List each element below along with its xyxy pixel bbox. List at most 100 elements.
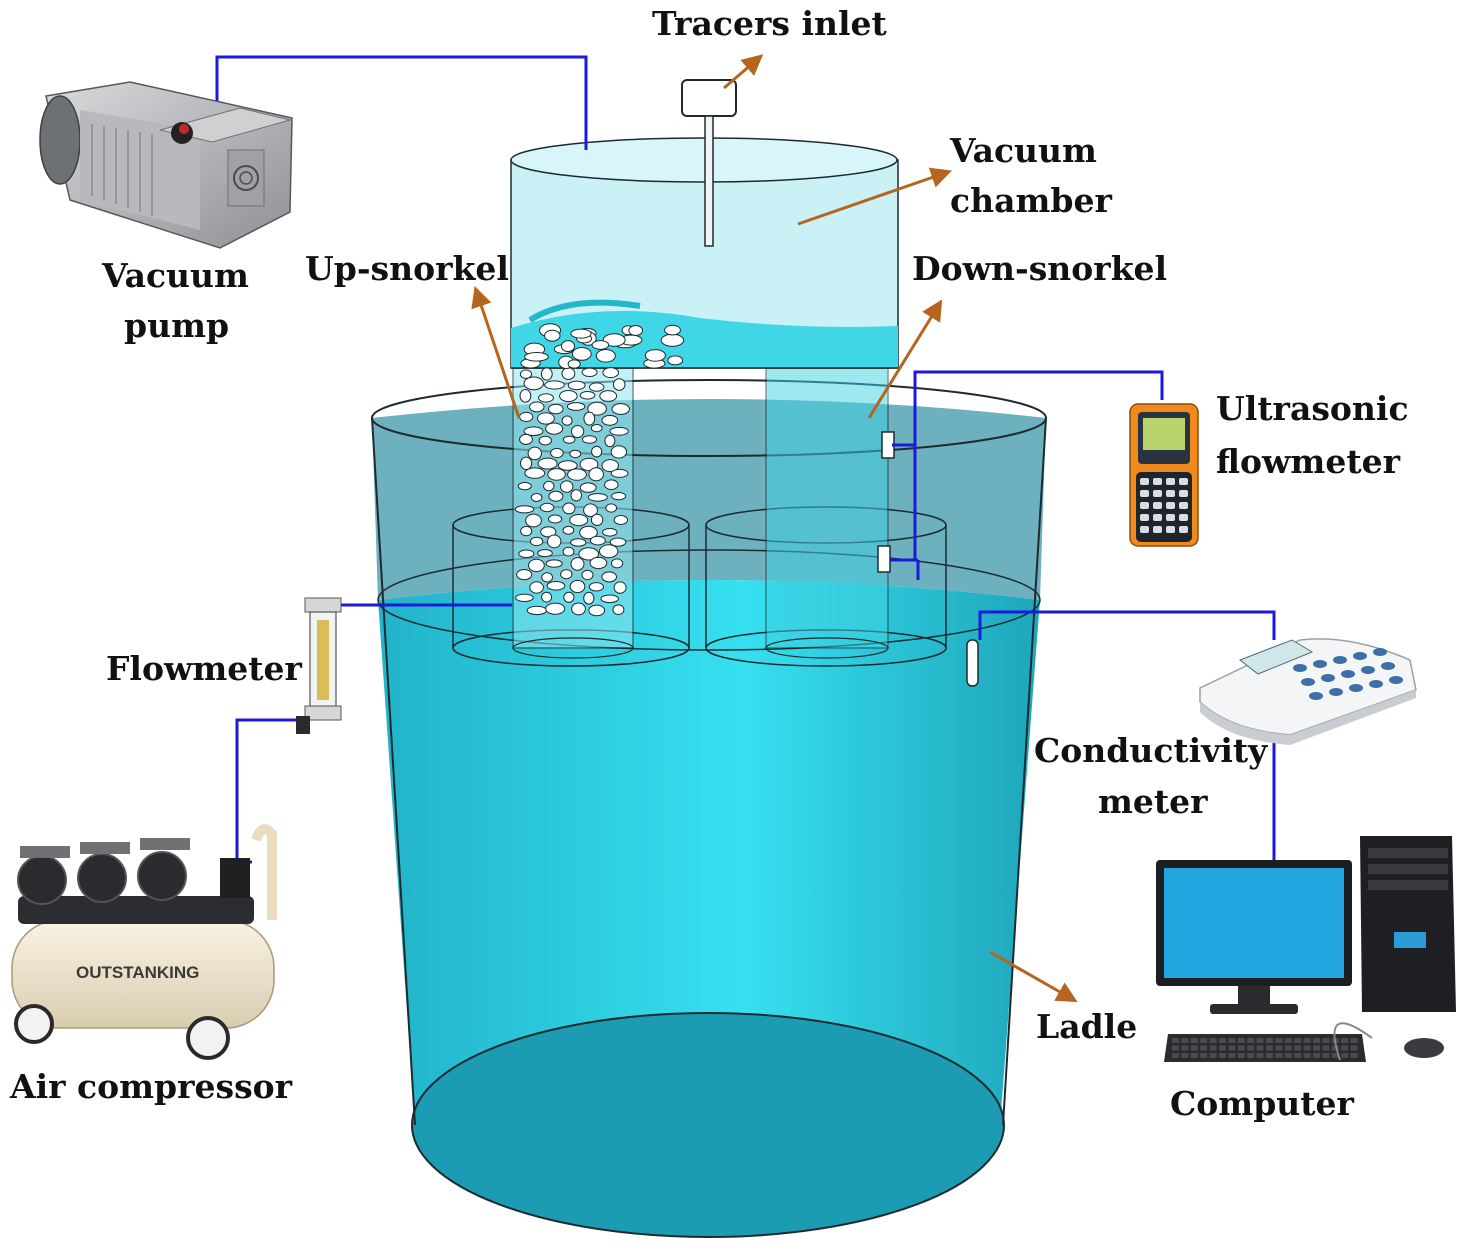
compressor-brand: OUTSTANKING	[76, 963, 199, 982]
bubble	[579, 391, 596, 400]
bubble	[520, 456, 533, 470]
bubble	[579, 457, 599, 472]
meter-key	[1341, 670, 1355, 678]
keyboard-key	[1200, 1053, 1208, 1058]
keypad-key	[1153, 490, 1162, 497]
bubble	[523, 426, 544, 437]
bubble	[587, 493, 608, 502]
keyboard-key	[1228, 1038, 1236, 1043]
keyboard-key	[1322, 1045, 1330, 1051]
bubble	[545, 559, 563, 568]
bubble	[547, 468, 566, 481]
label-vacuum-chamber-line2: chamber	[950, 181, 1112, 220]
bubble	[610, 468, 629, 478]
bubble	[601, 459, 619, 473]
bubble	[595, 349, 616, 363]
bubble	[605, 503, 618, 513]
bubble	[517, 482, 532, 491]
bubble	[520, 525, 533, 537]
ladle-vessel	[371, 379, 1047, 1238]
label-ultrasonic-line1: Ultrasonic	[1216, 389, 1409, 428]
keypad-key	[1140, 514, 1149, 521]
bubble	[587, 401, 607, 416]
keypad-key	[1140, 502, 1149, 509]
bubble	[571, 425, 585, 438]
bubble	[581, 569, 594, 581]
label-air-compressor: Air compressor	[9, 1067, 293, 1106]
bubble	[528, 558, 545, 573]
bubble	[570, 489, 583, 502]
bubble	[571, 347, 592, 361]
meter-key	[1369, 680, 1383, 688]
bubble	[588, 582, 605, 592]
keyboard-key	[1275, 1045, 1283, 1051]
keypad-key	[1179, 490, 1188, 497]
bubble	[519, 433, 533, 445]
keyboard-key	[1237, 1045, 1245, 1051]
meter-key	[1321, 674, 1335, 682]
bubble	[589, 382, 605, 392]
bubble	[589, 556, 608, 570]
keypad-key	[1153, 526, 1162, 533]
bubble	[579, 525, 598, 540]
keyboard-key	[1247, 1038, 1255, 1043]
keyboard-key	[1228, 1045, 1236, 1051]
bubble	[544, 380, 565, 390]
keyboard-key	[1294, 1053, 1302, 1058]
keyboard-key	[1341, 1045, 1349, 1051]
keyboard-key	[1181, 1045, 1189, 1051]
keyboard-key	[1331, 1045, 1339, 1051]
bubble	[560, 480, 574, 493]
keyboard-key	[1313, 1038, 1320, 1043]
bubble	[612, 378, 626, 391]
keypad-key	[1166, 514, 1175, 521]
keyboard-key	[1275, 1038, 1283, 1043]
bubble	[583, 591, 595, 605]
bubble	[561, 415, 573, 426]
keypad-key	[1166, 478, 1175, 485]
keyboard-key	[1209, 1038, 1217, 1043]
bubble	[541, 591, 553, 603]
label-conductivity-line2: meter	[1098, 782, 1208, 821]
label-vacuum-chamber-line1: Vacuum	[949, 131, 1097, 170]
bubble	[609, 537, 627, 547]
bubble	[570, 328, 592, 339]
bubble	[590, 535, 606, 546]
bubble	[519, 411, 534, 422]
bubble	[591, 445, 603, 458]
keyboard-key	[1284, 1053, 1292, 1058]
conductivity-meter-icon	[1199, 638, 1417, 745]
bubble	[529, 401, 545, 413]
bubble	[609, 426, 629, 436]
bubble	[557, 460, 578, 471]
bubble	[526, 605, 548, 616]
keyboard-key	[1209, 1045, 1217, 1051]
keyboard-key	[1266, 1045, 1273, 1051]
bubble	[611, 403, 630, 415]
keypad-key	[1179, 478, 1188, 485]
rotameter-icon	[296, 597, 342, 734]
label-down-snorkel: Down-snorkel	[912, 249, 1167, 288]
bubble	[524, 467, 546, 479]
bubble	[514, 505, 535, 514]
bubble	[611, 558, 624, 569]
bubble	[562, 502, 576, 515]
bubble	[529, 536, 544, 547]
bubble	[546, 581, 566, 591]
bubble	[581, 367, 598, 377]
bubble	[599, 390, 618, 402]
bubble	[524, 352, 549, 362]
bubble	[529, 581, 544, 594]
bubble	[515, 593, 534, 602]
bubble	[548, 514, 563, 524]
bubble	[560, 340, 576, 353]
keyboard-key	[1247, 1053, 1255, 1058]
keyboard-key	[1209, 1053, 1217, 1058]
bubble	[582, 435, 597, 444]
bubble	[667, 355, 684, 366]
bubble	[604, 479, 619, 491]
bubble	[588, 604, 606, 617]
bubble	[548, 490, 564, 502]
keyboard-key	[1256, 1045, 1264, 1051]
keypad-key	[1179, 514, 1188, 521]
